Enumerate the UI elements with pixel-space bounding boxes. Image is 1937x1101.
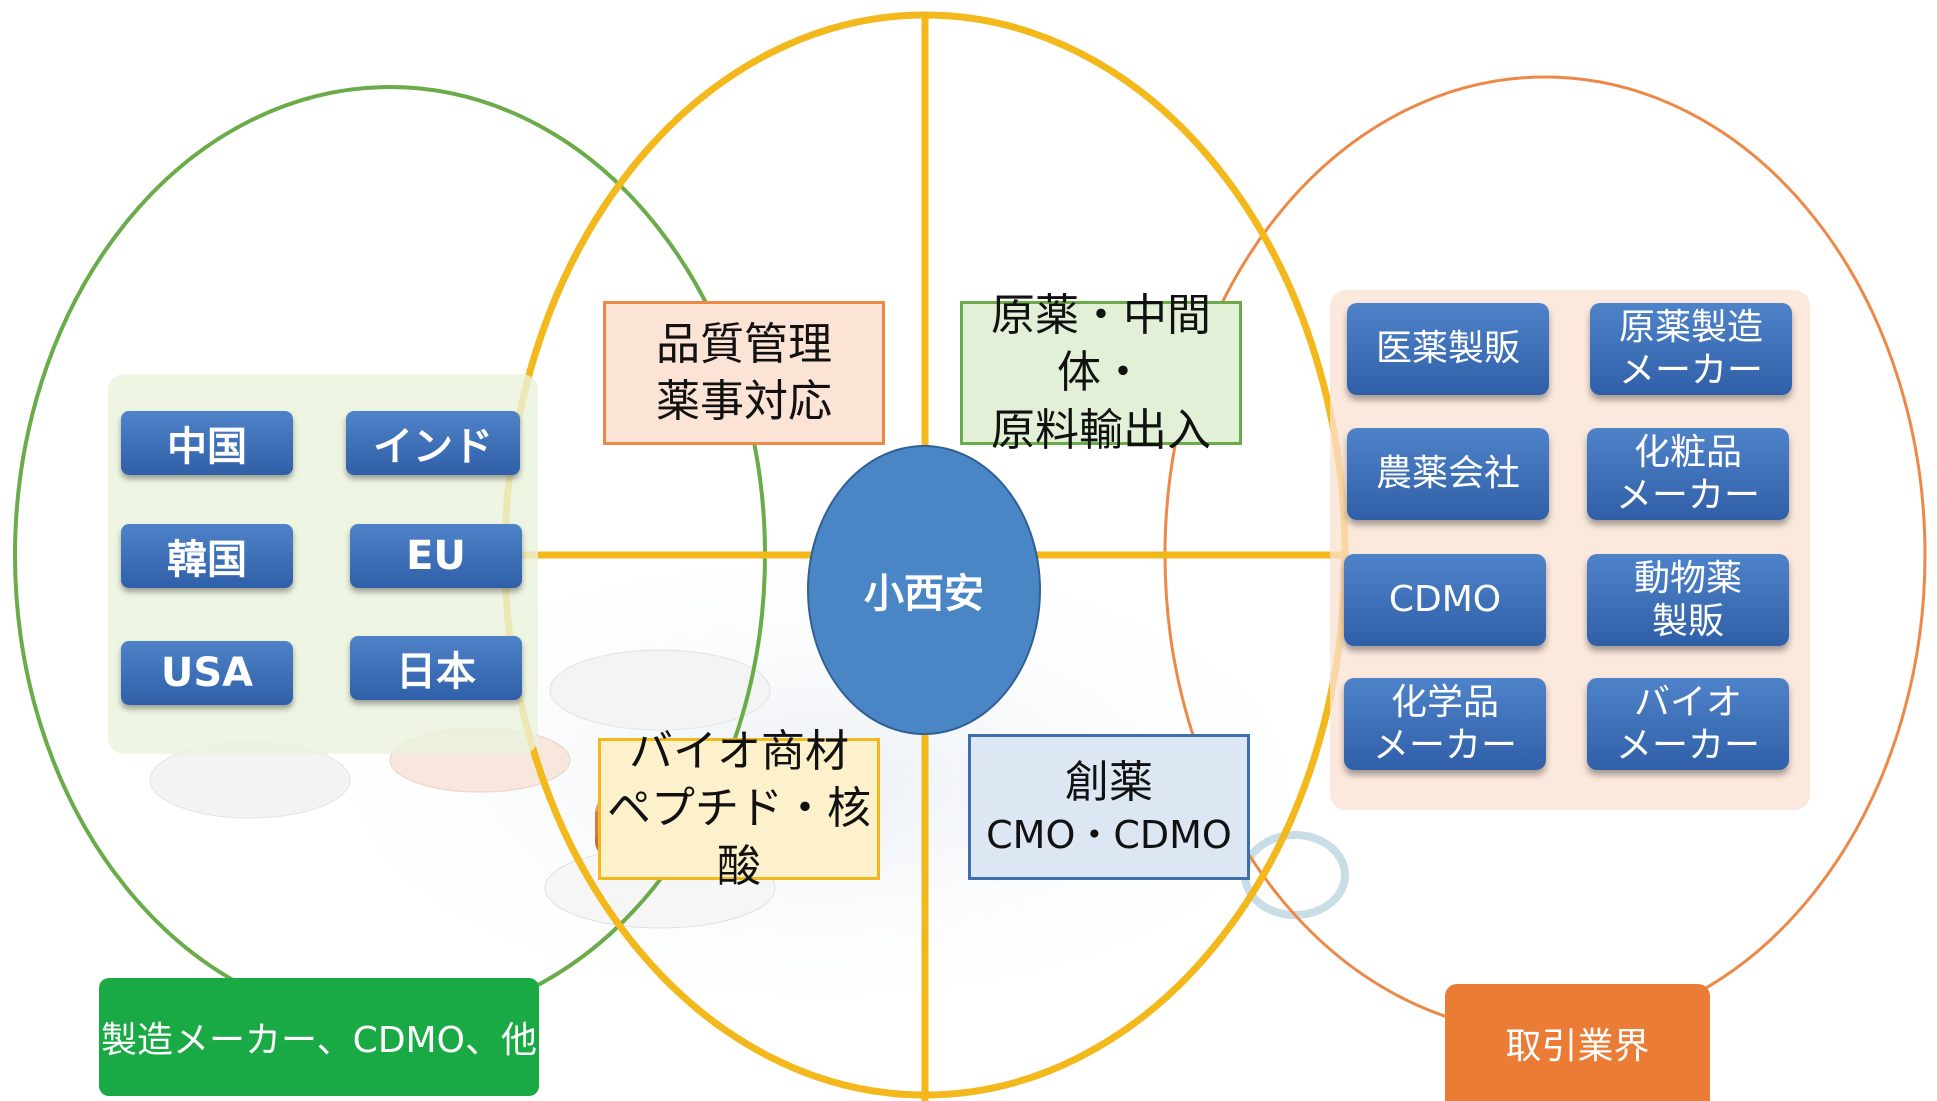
service-trade-box: 原薬・中間体・ 原料輸出入 [960, 290, 1242, 456]
industry-cdmo: CDMO [1344, 554, 1546, 646]
industry-bio: バイオ メーカー [1587, 678, 1789, 770]
industry-veterinary: 動物薬 製販 [1587, 554, 1789, 646]
service-trade-line1: 原薬・中間体・ [991, 290, 1211, 399]
pill-white [549, 649, 771, 731]
right-circle-label: 取引業界 [1445, 984, 1710, 1101]
country-usa: USA [121, 641, 293, 705]
industry-cosmetics: 化粧品 メーカー [1587, 428, 1789, 520]
left-circle-label: 製造メーカー、CDMO、他 [99, 978, 539, 1096]
country-korea: 韓国 [121, 524, 293, 588]
industry-api-maker: 原薬製造 メーカー [1590, 303, 1792, 395]
service-bio-line1: バイオ商材 [629, 726, 849, 778]
service-quality-line1: 品質管理 [656, 318, 832, 370]
country-india: インド [346, 411, 520, 475]
service-bio-line2: ペプチド・核酸 [607, 783, 871, 892]
country-eu: EU [350, 524, 522, 588]
service-trade-line2: 原料輸出入 [991, 404, 1211, 456]
service-drug-line2: CMO・CDMO [986, 812, 1232, 857]
center-company-circle: 小西安 [807, 445, 1041, 735]
service-quality-box: 品質管理 薬事対応 [603, 301, 885, 445]
service-drug-box: 創薬 CMO・CDMO [968, 734, 1250, 880]
industry-agrochemical: 農薬会社 [1347, 428, 1549, 520]
industry-chemical: 化学品 メーカー [1344, 678, 1546, 770]
country-japan: 日本 [350, 636, 522, 700]
service-bio-box: バイオ商材 ペプチド・核酸 [598, 726, 880, 892]
country-china: 中国 [121, 411, 293, 475]
service-drug-line1: 創薬 [1065, 756, 1153, 808]
industry-pharma-sales: 医薬製販 [1347, 303, 1549, 395]
service-quality-line2: 薬事対応 [656, 376, 832, 427]
